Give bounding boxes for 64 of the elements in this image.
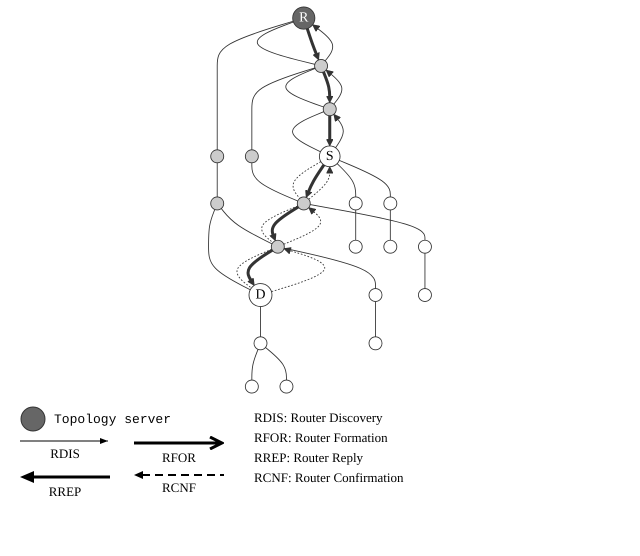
node-circle (348, 240, 363, 254)
node-circle (210, 196, 224, 210)
node-circle (348, 196, 363, 210)
connector (261, 206, 298, 244)
node-circle (254, 336, 268, 350)
node-circle: S (318, 146, 341, 168)
connector (220, 208, 272, 244)
connector (375, 301, 376, 338)
node-circle (270, 240, 285, 254)
legend-label: Topology server (54, 412, 172, 426)
arrow (326, 70, 342, 105)
connector (310, 204, 426, 241)
connector (260, 306, 261, 338)
arrow (305, 164, 326, 198)
connector (216, 20, 294, 150)
legend-label: RREP (48, 484, 82, 500)
connector (355, 210, 356, 241)
connector (236, 248, 272, 288)
connector (338, 160, 391, 198)
node-circle (210, 149, 224, 164)
connector (251, 162, 298, 202)
node-circle (368, 288, 382, 302)
legend-label: RDIS (50, 446, 80, 462)
legend-label: RFOR (162, 450, 196, 466)
connector (336, 163, 356, 198)
node-circle: R (292, 6, 316, 30)
arrow (271, 247, 326, 292)
node-circle (418, 240, 432, 254)
node-circle (296, 196, 311, 210)
definition-text: RFOR: Router Formation (254, 430, 389, 446)
node-circle: D (248, 283, 272, 307)
arrow (312, 24, 334, 62)
arrow (308, 166, 334, 200)
definition-text: RDIS: Router Discovery (254, 410, 384, 426)
connector (285, 68, 324, 108)
definition-text: RCNF: Router Confirmation (254, 470, 404, 486)
connector (292, 111, 324, 152)
connector (251, 348, 259, 381)
connector (208, 209, 251, 290)
arrow (326, 116, 334, 146)
node-circle (383, 240, 398, 254)
connector (251, 67, 316, 150)
arrow (306, 28, 320, 60)
definition-text: RREP: Router Reply (254, 450, 364, 466)
node-circle (322, 102, 337, 116)
connector (424, 252, 426, 289)
connector (216, 162, 218, 198)
node-circle (368, 336, 382, 350)
arrow (283, 207, 322, 245)
arrow (333, 114, 344, 148)
node-circle (314, 59, 328, 73)
node-circle (244, 149, 259, 164)
arrow (322, 71, 334, 104)
node-circle (280, 380, 294, 394)
node-circle (383, 196, 398, 210)
legend-label: RCNF (162, 480, 196, 496)
arrow (246, 248, 274, 286)
arrow (269, 206, 300, 242)
connector (390, 210, 391, 241)
node-circle (244, 380, 259, 394)
connector (265, 347, 287, 381)
node-circle (418, 288, 432, 302)
connector (292, 161, 322, 199)
connector (256, 22, 316, 65)
